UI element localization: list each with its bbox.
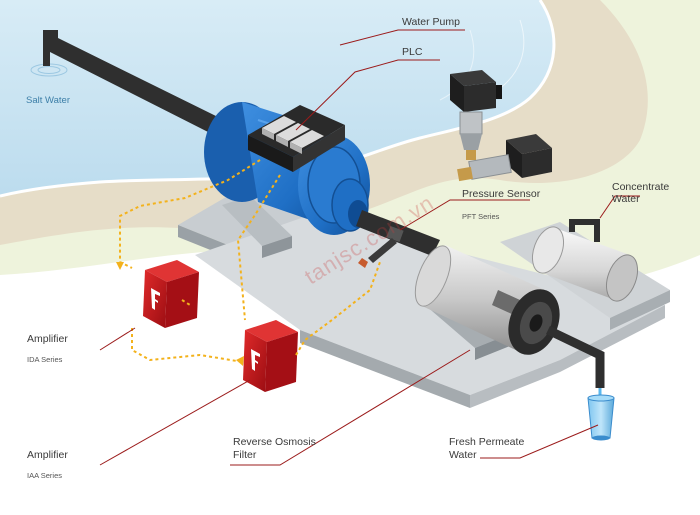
label-salt-water: Salt Water — [26, 95, 70, 106]
label-plc: PLC — [402, 46, 423, 58]
permeate-pipe — [546, 325, 605, 388]
label-iaa-series: IAA Series — [27, 471, 63, 480]
pressure-sensor-pft-2 — [457, 134, 552, 182]
reverse-osmosis-filter — [414, 245, 560, 355]
concentrate-tank — [531, 219, 639, 302]
label-filter: Filter — [233, 449, 257, 461]
pressure-sensor-pft-1 — [450, 70, 502, 160]
label-concentrate-water: Water — [612, 193, 640, 205]
label-reverse-osmosis: Reverse Osmosis — [233, 436, 316, 448]
sea-water — [0, 0, 554, 196]
plc-unit — [248, 105, 345, 172]
label-pft-series: PFT Series — [462, 212, 500, 221]
amplifier-ida — [143, 260, 199, 328]
label-concentrate: Concentrate — [612, 181, 670, 193]
label-ida-series: IDA Series — [27, 355, 63, 364]
label-water-pump: Water Pump — [402, 16, 460, 28]
label-amplifier-ida: Amplifier — [27, 333, 68, 345]
amplifier-iaa — [243, 320, 298, 392]
leader-lines — [99, 29, 640, 466]
fresh-water-glass — [587, 394, 615, 441]
label-amplifier-iaa: Amplifier — [27, 449, 68, 461]
label-pressure-sensor: Pressure Sensor — [462, 188, 541, 200]
label-fresh-permeate: Fresh Permeate — [449, 436, 525, 448]
intake-pipe — [43, 30, 220, 134]
label-fresh-water: Water — [449, 449, 477, 461]
